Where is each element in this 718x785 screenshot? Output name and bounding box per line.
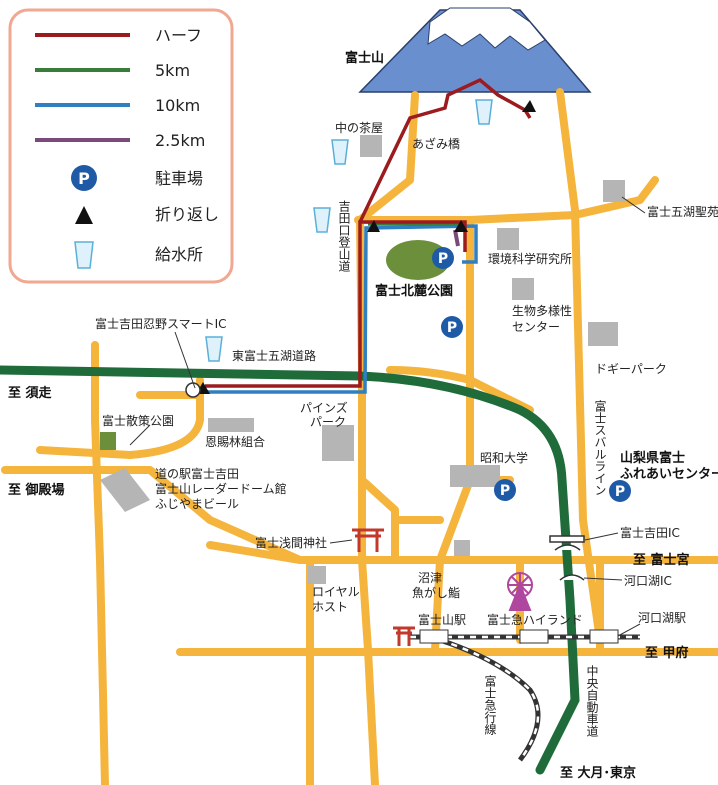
to-gotemba-label: 至 御殿場 <box>8 482 65 498</box>
pines-park-label-1: パインズ <box>300 400 348 415</box>
legend: ハーフ 5km 10km 2.5km P 駐車場 折り返し 給水所 <box>8 8 234 284</box>
yoshida-road-label: 吉田口登山道 <box>337 200 351 272</box>
doggy-park-label: ドギーパーク <box>595 362 667 376</box>
numazu-label-2: 魚がし鮨 <box>412 585 460 600</box>
royal-host-label-1: ロイヤル <box>312 585 360 599</box>
kawaguchiko-station-label: 河口湖駅 <box>638 610 686 625</box>
svg-text:P: P <box>500 483 510 499</box>
course-10km <box>205 224 478 394</box>
to-otsuki-tokyo-label: 至 大月･東京 <box>560 765 636 781</box>
legend-5km: 5km <box>155 61 190 80</box>
sengen-shrine-label: 富士浅間神社 <box>255 535 327 550</box>
fuji-goko-seien-label: 富士五湖聖苑 <box>647 204 718 219</box>
naka-no-chaya-label: 中の茶屋 <box>335 120 383 135</box>
fuji-sanpo-park-area <box>100 432 116 450</box>
smart-ic-label: 富士吉田忍野スマートIC <box>95 316 227 331</box>
svg-text:P: P <box>447 320 457 336</box>
mount-fuji-label: 富士山 <box>345 50 384 66</box>
legend-half: ハーフ <box>155 26 202 45</box>
fuji-hokuroku-park-label: 富士北麓公園 <box>375 283 453 299</box>
chuo-expressway-label: 中央自動車道 <box>585 664 599 737</box>
legend-10km: 10km <box>155 96 200 115</box>
fujikyu-line-label: 富士急行線 <box>483 674 497 735</box>
interchange-icons <box>185 382 585 581</box>
kawaguchiko-station-building <box>589 629 619 644</box>
torii-icon <box>352 528 415 646</box>
ferris-wheel-icon <box>507 572 533 611</box>
parking-markers: P P P P <box>432 247 631 502</box>
fuji-hokuroku-park-area <box>386 240 450 280</box>
leader-lines <box>129 196 646 637</box>
svg-text:P: P <box>78 169 90 188</box>
buildings <box>100 135 625 584</box>
azami-bashi-label: あざみ橋 <box>412 136 460 151</box>
east-fuji-road-label: 東富士五湖道路 <box>232 348 316 363</box>
fureai-label-1: 山梨県富士 <box>620 450 685 466</box>
royal-host-label-2: ホスト <box>312 600 348 614</box>
legend-parking: 駐車場 <box>155 169 203 188</box>
course-2-5km <box>453 229 460 247</box>
svg-text:P: P <box>438 251 448 267</box>
env-institute-label: 環境科学研究所 <box>488 251 572 266</box>
fuji-sanpo-park-label: 富士散策公園 <box>102 413 174 428</box>
to-fujinomiya-label: 至 富士宮 <box>633 552 690 568</box>
mount-fuji <box>358 7 592 93</box>
michi-no-eki-label-2: 富士山レーダードーム館 <box>155 481 287 496</box>
onshirin-label: 恩賜林組合 <box>205 434 265 449</box>
kawaguchiko-ic-label: 河口湖IC <box>624 573 672 588</box>
fureai-label-2: ふれあいセンター <box>620 467 718 482</box>
subaru-line-label: 富士スバルライン <box>593 399 607 496</box>
biodiversity-label-2: センター <box>512 320 560 334</box>
michi-no-eki-label-1: 道の駅富士吉田 <box>155 466 239 481</box>
to-subashiri-label: 至 須走 <box>8 385 53 401</box>
highland-label: 富士急ハイランド <box>487 612 583 627</box>
numazu-label-1: 沼津 <box>418 571 442 585</box>
legend-2-5km: 2.5km <box>155 131 205 150</box>
showa-univ-label: 昭和大学 <box>480 450 528 465</box>
legend-water: 給水所 <box>155 245 203 264</box>
pines-park-label-2: パーク <box>310 415 346 429</box>
water-stations <box>205 99 493 362</box>
to-kofu-label: 至 甲府 <box>645 645 689 661</box>
michi-no-eki-label-3: ふじやまビール <box>155 497 239 511</box>
fuji-yoshida-ic-label: 富士吉田IC <box>620 525 680 540</box>
svg-text:P: P <box>615 484 625 500</box>
expressway <box>0 365 580 775</box>
highland-station-building <box>519 629 549 644</box>
biodiversity-label-1: 生物多様性 <box>512 304 572 318</box>
fujisan-station-label: 富士山駅 <box>418 612 466 627</box>
fujisan-station-building <box>419 629 449 644</box>
legend-turnaround: 折り返し <box>155 205 219 224</box>
